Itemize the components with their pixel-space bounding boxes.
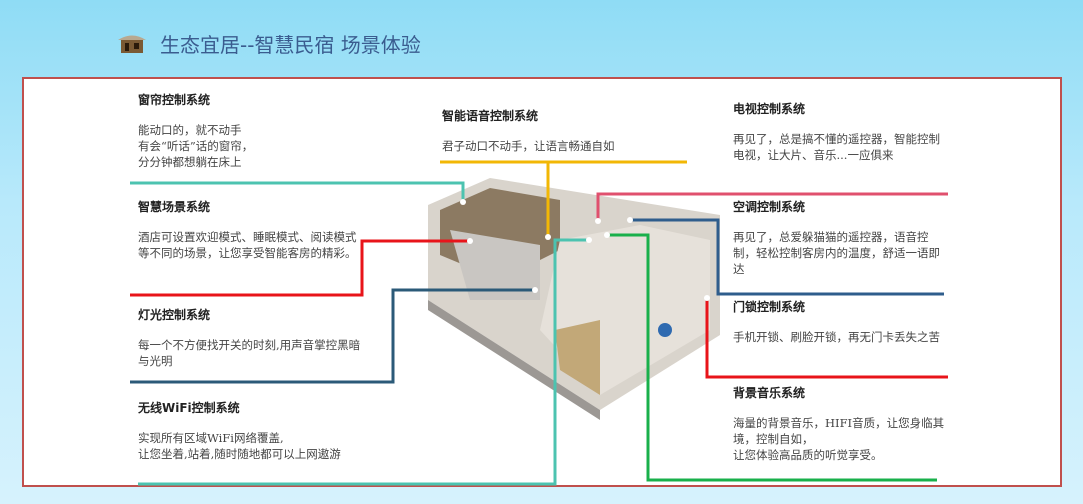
system-desc: 每一个不方便找开关的时刻,用声音掌控黑暗与光明 bbox=[138, 338, 361, 368]
system-title: 背景音乐系统 bbox=[733, 386, 806, 400]
system-desc: 酒店可设置欢迎模式、睡眠模式、阅读模式等不同的场景，让您享受智能客房的精彩。 bbox=[138, 230, 357, 260]
light-system: 灯光控制系统 每一个不方便找开关的时刻,用声音掌控黑暗与光明 bbox=[138, 307, 363, 369]
system-title: 门锁控制系统 bbox=[733, 300, 806, 314]
system-title: 智慧场景系统 bbox=[138, 200, 211, 214]
hut-icon bbox=[118, 35, 146, 53]
system-desc: 海量的背景音乐，HIFI音质，让您身临其境，控制自如， 让您体验高品质的听觉享受… bbox=[733, 416, 945, 462]
system-desc: 手机开锁、刷脸开锁，再无门卡丢失之苦 bbox=[733, 330, 940, 344]
tv-connector bbox=[596, 192, 948, 221]
lock-connector bbox=[705, 298, 948, 379]
system-desc: 再见了，总爱躲猫猫的遥控器，语音控制，轻松控制客房内的温度，舒适一语即达 bbox=[733, 230, 940, 276]
system-desc: 君子动口不动手，让语言畅通自如 bbox=[442, 139, 615, 153]
lock-system: 门锁控制系统 手机开锁、刷脸开锁，再无门卡丢失之苦 bbox=[733, 299, 948, 345]
ac-system: 空调控制系统 再见了，总爱躲猫猫的遥控器，语音控制，轻松控制客房内的温度，舒适一… bbox=[733, 199, 948, 277]
system-title: 灯光控制系统 bbox=[138, 308, 211, 322]
wifi-connector bbox=[138, 238, 589, 486]
scene-system: 智慧场景系统 酒店可设置欢迎模式、睡眠模式、阅读模式等不同的场景，让您享受智能客… bbox=[138, 199, 360, 261]
system-title: 电视控制系统 bbox=[733, 102, 806, 116]
ac-connector bbox=[630, 218, 944, 296]
room-illustration bbox=[428, 178, 720, 420]
page-title: 生态宜居--智慧民宿 场景体验 bbox=[160, 32, 421, 57]
system-title: 无线WiFi控制系统 bbox=[138, 401, 240, 415]
system-title: 窗帘控制系统 bbox=[138, 93, 211, 107]
music-system: 背景音乐系统 海量的背景音乐，HIFI音质，让您身临其境，控制自如， 让您体验高… bbox=[733, 385, 948, 463]
curtain-connector bbox=[130, 181, 465, 202]
light-connector bbox=[130, 288, 535, 384]
system-desc: 实现所有区域WiFi网络覆盖, 让您坐着,站着,随时随地都可以上网遨游 bbox=[138, 431, 341, 461]
system-title: 智能语音控制系统 bbox=[442, 109, 539, 123]
voice-system: 智能语音控制系统 君子动口不动手，让语言畅通自如 bbox=[442, 108, 682, 154]
tv-system: 电视控制系统 再见了，总是搞不懂的遥控器，智能控制电视，让大片、音乐...一应俱… bbox=[733, 101, 948, 163]
scene-connector bbox=[130, 239, 470, 297]
system-title: 空调控制系统 bbox=[733, 200, 806, 214]
system-desc: 能动口的，就不动手 有会“听话”话的窗帘， 分分钟都想躺在床上 bbox=[138, 123, 254, 169]
system-desc: 再见了，总是搞不懂的遥控器，智能控制电视，让大片、音乐...一应俱来 bbox=[733, 132, 940, 162]
page-header: 生态宜居--智慧民宿 场景体验 bbox=[116, 28, 421, 58]
music-connector bbox=[607, 233, 937, 482]
curtain-system: 窗帘控制系统 能动口的，就不动手 有会“听话”话的窗帘， 分分钟都想躺在床上 bbox=[138, 92, 358, 170]
wifi-system: 无线WiFi控制系统 实现所有区域WiFi网络覆盖, 让您坐着,站着,随时随地都… bbox=[138, 400, 378, 462]
